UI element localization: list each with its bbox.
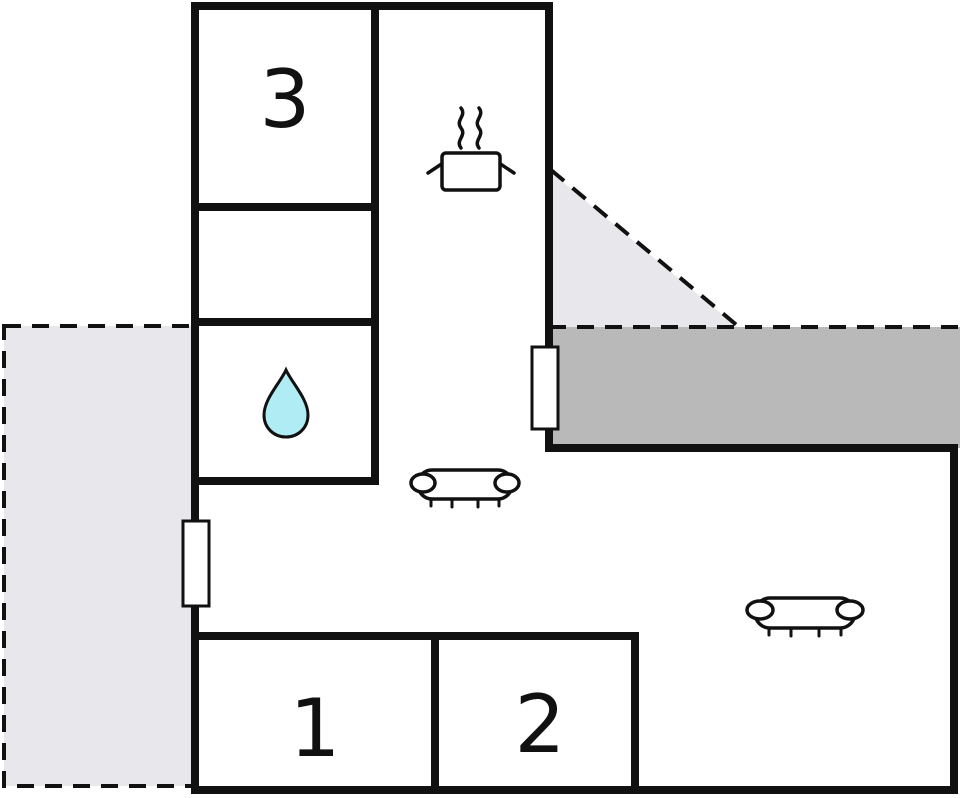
sofa-icon — [409, 468, 521, 509]
sofa-armrest — [745, 599, 775, 621]
pot-body — [440, 151, 502, 192]
room-label-1: 1 — [290, 682, 341, 775]
wall-rooms12-top — [199, 632, 639, 640]
wall-bathroom-bottom — [199, 477, 379, 485]
window-icon — [530, 345, 560, 431]
sofa-armrest — [409, 472, 437, 494]
wall-rooms-column-right — [371, 2, 379, 485]
room-label-2: 2 — [515, 678, 566, 771]
sofa-armrest — [493, 472, 521, 494]
wall-middle-room-bottom — [199, 318, 371, 326]
water-drop-icon — [262, 366, 310, 439]
wall-bottom — [191, 786, 958, 794]
pot-with-steam-icon — [426, 106, 516, 192]
wall-kitchen-right — [545, 2, 553, 452]
terrace-left — [4, 326, 195, 786]
wall-terrace-bottom — [545, 444, 958, 452]
room-label-3: 3 — [260, 53, 311, 146]
window-icon — [181, 519, 211, 608]
sofa-icon — [745, 596, 865, 638]
terrace-diagonal-dashed-line — [549, 168, 741, 329]
sofa-armrest — [835, 599, 865, 621]
wall-left — [191, 2, 199, 794]
steam-line — [457, 106, 465, 150]
terrace-right — [549, 327, 960, 448]
steam-line — [475, 106, 483, 150]
wall-room2-right — [631, 632, 639, 786]
wall-room1-room2-divider — [431, 632, 439, 786]
wall-room3-bottom — [199, 203, 371, 211]
wall-right — [950, 448, 958, 794]
